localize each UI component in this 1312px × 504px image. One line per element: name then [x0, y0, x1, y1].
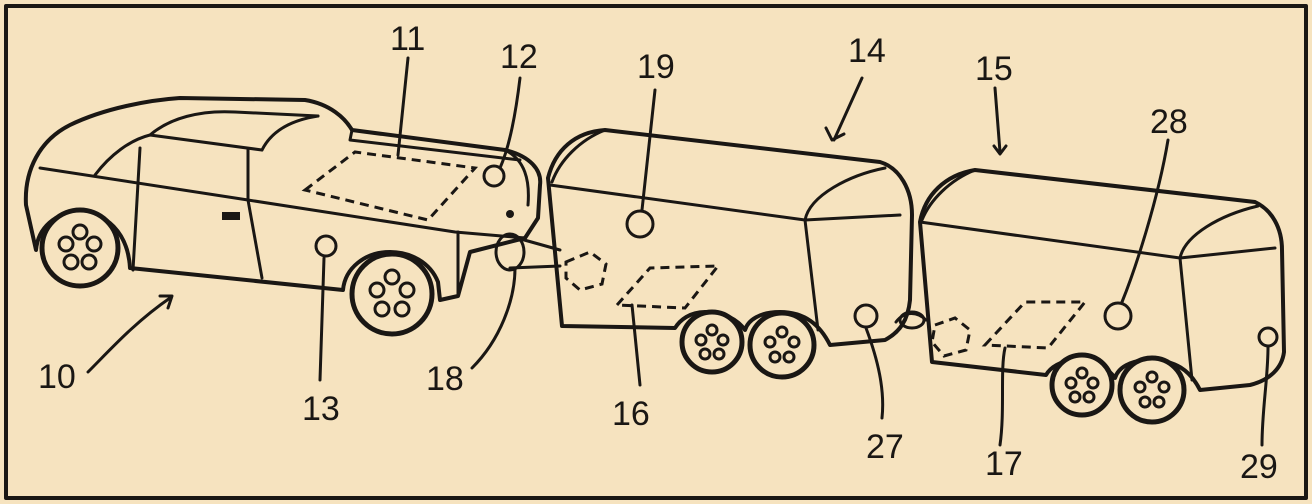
label-13: 13: [302, 390, 340, 428]
label-27: 27: [866, 428, 904, 466]
trailer-2: [918, 168, 1286, 425]
label-29: 29: [1240, 448, 1278, 486]
sensor-28: [1103, 301, 1133, 331]
trailer-2-wheel-front: [1049, 352, 1115, 418]
trailer-2-hexagon-area: [930, 316, 972, 358]
label-17: 17: [985, 445, 1023, 483]
trailer-1: [546, 128, 914, 380]
bed-cover-area: [301, 150, 479, 222]
label-18: 18: [426, 360, 464, 398]
label-16: 16: [612, 395, 650, 433]
front-wheel: [39, 207, 121, 289]
label-28: 28: [1150, 103, 1188, 141]
trailer-1-panel-area: [613, 264, 722, 310]
leader-lines: [86, 56, 1270, 447]
sensor-27: [853, 303, 879, 329]
hitch: [494, 232, 562, 272]
sensor-29: [1257, 326, 1279, 348]
sensor-13: [314, 234, 338, 258]
label-14: 14: [848, 32, 886, 70]
door-handle: [222, 212, 240, 220]
label-15: 15: [975, 50, 1013, 88]
tail-marker: [506, 210, 514, 218]
tow-vehicle: [23, 96, 543, 337]
sensor-19: [625, 209, 655, 239]
label-12: 12: [500, 38, 538, 76]
sensor-12: [482, 164, 506, 188]
trailer-1-wheel-rear: [747, 310, 817, 380]
label-10: 10: [38, 358, 76, 396]
label-11: 11: [390, 20, 425, 58]
rear-wheel: [349, 251, 435, 337]
trailer-1-wheel-front: [679, 309, 745, 375]
figure-frame: [4, 4, 1308, 500]
trailer-2-wheel-rear: [1117, 355, 1187, 425]
trailer-2-panel-area: [981, 300, 1089, 350]
trailer-1-hexagon-area: [564, 250, 608, 292]
label-19: 19: [637, 48, 675, 86]
